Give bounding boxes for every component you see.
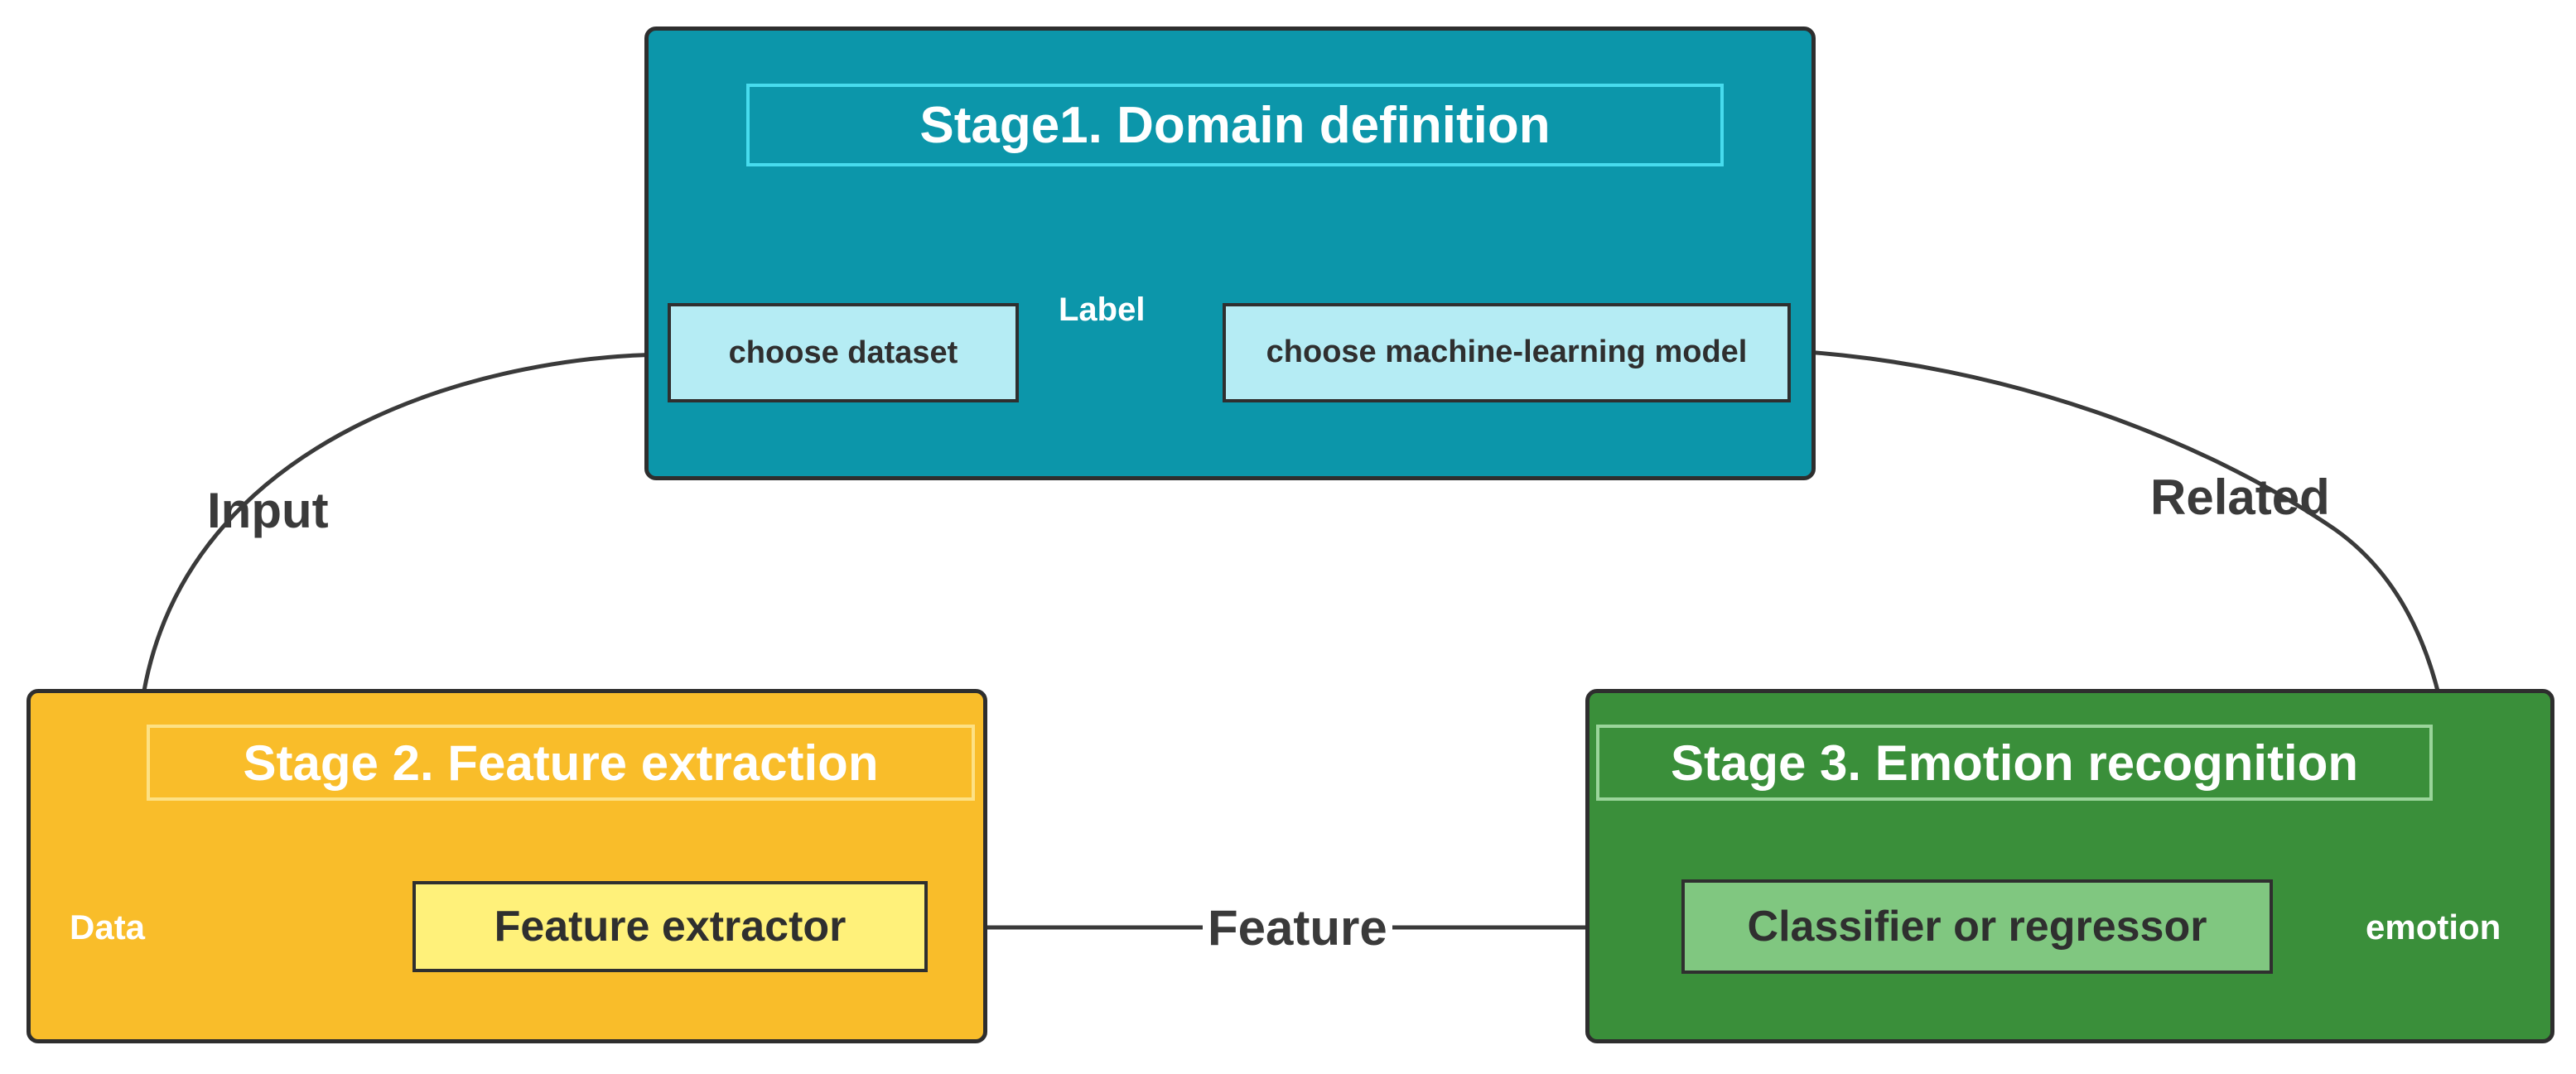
related-edge-label: Related [2150, 470, 2330, 525]
data-label: Data [70, 908, 146, 946]
stage-2-panel: Stage 2. Feature extraction [27, 689, 987, 1043]
stage-3-title: Stage 3. Emotion recognition [1596, 725, 2433, 801]
feature-extractor-box: Feature extractor [412, 881, 928, 972]
input-edge-label: Input [207, 483, 329, 538]
choose-dataset-box: choose dataset [668, 303, 1019, 402]
stage-1-panel: Stage1. Domain definition [644, 26, 1816, 480]
choose-model-box: choose machine-learning model [1223, 303, 1791, 402]
emotion-label: emotion [2366, 908, 2501, 946]
label-edge-label: Label [1059, 291, 1146, 328]
feature-edge-label: Feature [1203, 899, 1392, 956]
stage-2-title: Stage 2. Feature extraction [147, 725, 975, 801]
classifier-box: Classifier or regressor [1681, 879, 2273, 974]
stage-1-title: Stage1. Domain definition [746, 84, 1724, 166]
stage-3-panel: Stage 3. Emotion recognition [1585, 689, 2554, 1043]
